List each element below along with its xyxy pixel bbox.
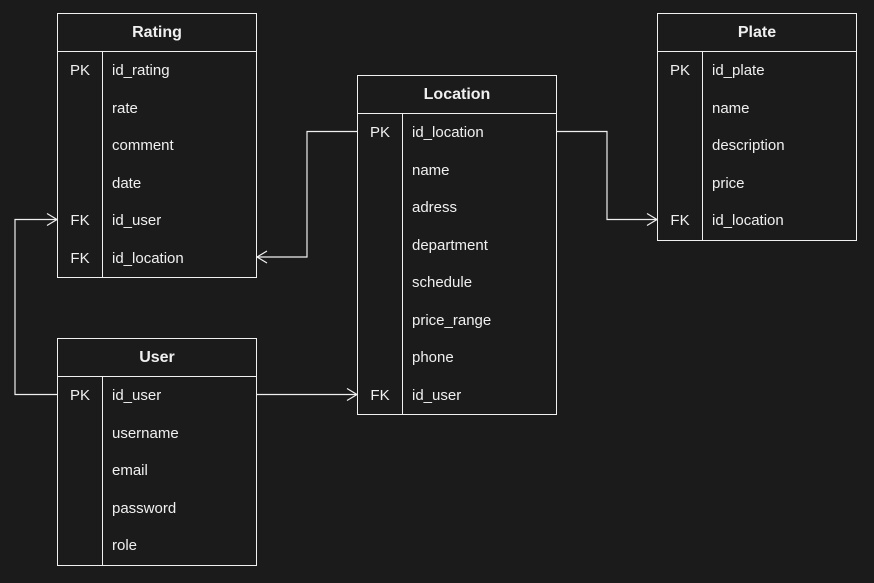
entity-title: Location	[358, 76, 556, 114]
key-label: PK	[69, 62, 90, 80]
field-name: schedule	[412, 274, 473, 292]
field-name: department	[412, 236, 488, 254]
field-name: email	[112, 462, 148, 480]
field-name: date	[112, 174, 142, 192]
field-name: adress	[412, 199, 458, 217]
entity-row: name	[658, 90, 856, 128]
field-name: role	[112, 537, 138, 555]
field-name: id_location	[412, 124, 484, 142]
entity-user[interactable]: User PK id_user username email password r…	[57, 338, 257, 566]
connector-user-rating	[14, 218, 57, 396]
entity-row: username	[58, 415, 256, 453]
entity-row: email	[58, 452, 256, 490]
entity-row: password	[58, 490, 256, 528]
entity-location[interactable]: Location PK id_location name adress depar…	[357, 75, 557, 415]
entity-row: phone	[358, 339, 556, 377]
entity-row: FK id_user	[358, 377, 556, 415]
entity-row: date	[58, 165, 256, 203]
entity-row: price	[658, 165, 856, 203]
crowfoot-location-user	[346, 387, 359, 402]
crowfoot-rating-location	[255, 250, 268, 264]
entity-row: rate	[58, 90, 256, 128]
field-name: password	[112, 499, 177, 517]
field-name: id_user	[112, 212, 162, 230]
field-name: rate	[112, 99, 138, 117]
field-name: id_user	[112, 387, 162, 405]
field-name: phone	[412, 349, 454, 367]
field-name: id_rating	[112, 62, 170, 80]
crowfoot-rating-user	[46, 212, 59, 227]
field-name: name	[712, 99, 750, 117]
key-label: FK	[70, 249, 90, 267]
entity-row: adress	[358, 189, 556, 227]
entity-row: department	[358, 227, 556, 265]
entity-row: role	[58, 527, 256, 565]
field-name: name	[412, 161, 450, 179]
key-label: PK	[669, 62, 690, 80]
field-name: username	[112, 424, 179, 442]
key-label: FK	[670, 212, 690, 230]
field-name: id_location	[712, 212, 784, 230]
field-name: id_location	[112, 249, 184, 267]
entity-row: comment	[58, 127, 256, 165]
crowfoot-plate-location	[646, 212, 659, 227]
key-label: PK	[369, 124, 390, 142]
key-label: FK	[70, 212, 90, 230]
entity-row: FK id_location	[658, 202, 856, 240]
entity-row: schedule	[358, 264, 556, 302]
field-name: price	[712, 174, 745, 192]
entity-row: FK id_location	[58, 240, 256, 278]
field-name: id_plate	[712, 62, 765, 80]
entity-title: User	[58, 339, 256, 377]
connector-location-rating	[257, 130, 357, 258]
entity-title: Rating	[58, 14, 256, 52]
entity-row: PK id_rating	[58, 52, 256, 90]
entity-row: PK id_location	[358, 114, 556, 152]
key-label: PK	[69, 387, 90, 405]
field-name: price_range	[412, 311, 492, 329]
field-name: id_user	[412, 386, 462, 404]
key-label: FK	[370, 386, 390, 404]
entity-rating[interactable]: Rating PK id_rating rate comment date FK i…	[57, 13, 257, 278]
entity-row: PK id_user	[58, 377, 256, 415]
field-name: comment	[112, 137, 174, 155]
entity-row: name	[358, 152, 556, 190]
entity-row: FK id_user	[58, 202, 256, 240]
entity-row: PK id_plate	[658, 52, 856, 90]
entity-title: Plate	[658, 14, 856, 52]
entity-row: description	[658, 127, 856, 165]
field-name: description	[712, 137, 785, 155]
entity-row: price_range	[358, 302, 556, 340]
connector-location-plate	[557, 130, 657, 221]
